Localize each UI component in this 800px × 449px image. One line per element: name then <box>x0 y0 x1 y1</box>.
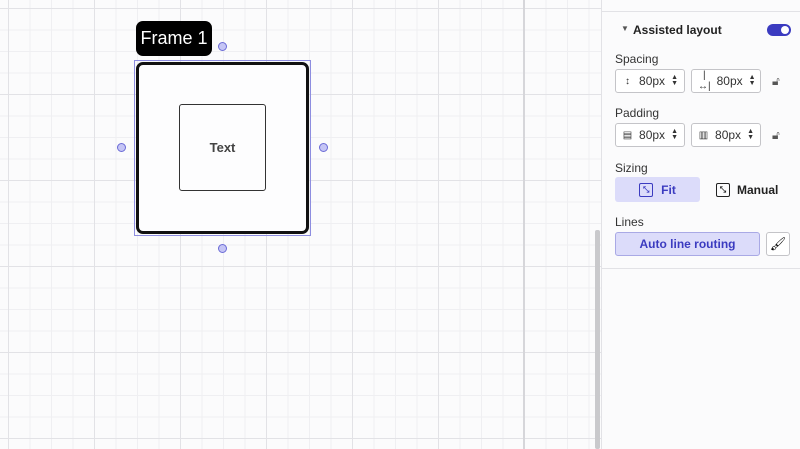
section-title: Assisted layout <box>633 23 722 37</box>
fit-icon: ⤡ <box>639 182 654 197</box>
page-boundary-line <box>523 0 525 449</box>
manual-resize-icon: ⤡ <box>716 182 730 197</box>
text-shape[interactable]: Text <box>179 104 266 191</box>
connection-handle-left[interactable] <box>117 143 126 152</box>
horizontal-padding-input[interactable]: ▥80px▲▼ <box>691 123 761 147</box>
unlock-spacing-icon[interactable]: 🔓︎ <box>772 74 780 88</box>
unlock-padding-icon[interactable]: 🔓︎ <box>772 128 780 142</box>
stepper-icon[interactable]: ▲▼ <box>671 128 678 141</box>
connection-handle-bottom[interactable] <box>218 244 227 253</box>
horizontal-spacing-icon: |↔| <box>698 70 711 92</box>
stepper-icon[interactable]: ▲▼ <box>747 128 754 141</box>
selection-box <box>134 60 311 236</box>
frame-label[interactable]: Frame 1 <box>136 21 212 56</box>
sizing-fit-button[interactable]: ⤡Fit <box>615 177 700 202</box>
connection-handle-top[interactable] <box>218 42 227 51</box>
collapse-caret-icon[interactable]: ▼ <box>621 24 629 33</box>
horizontal-spacing-input[interactable]: |↔|80px▲▼ <box>691 69 761 93</box>
sizing-manual-button[interactable]: ⤡Manual <box>716 177 778 202</box>
spacing-label: Spacing <box>615 52 659 66</box>
assisted-layout-toggle[interactable] <box>767 24 791 36</box>
padding-label: Padding <box>615 106 660 120</box>
assisted-layout-section <box>602 11 800 269</box>
auto-line-routing-button[interactable]: Auto line routing <box>615 232 760 256</box>
vertical-spacing-icon: ↕ <box>625 75 631 87</box>
vertical-padding-input[interactable]: ▤80px▲▼ <box>615 123 685 147</box>
canvas-scrollbar[interactable] <box>595 230 600 449</box>
stepper-icon[interactable]: ▲▼ <box>671 74 678 87</box>
connection-handle-right[interactable] <box>319 143 328 152</box>
vertical-padding-icon: ▤ <box>622 129 633 141</box>
lines-label: Lines <box>615 215 644 229</box>
properties-panel: ▼ Assisted layout Spacing ↕80px▲▼ |↔|80p… <box>601 0 800 449</box>
sizing-label: Sizing <box>615 161 648 175</box>
vertical-spacing-input[interactable]: ↕80px▲▼ <box>615 69 685 93</box>
stepper-icon[interactable]: ▲▼ <box>748 74 756 87</box>
cleanup-brush-icon[interactable]: 🖌︎ <box>766 232 790 256</box>
text-shape-label: Text <box>209 140 236 155</box>
horizontal-padding-icon: ▥ <box>698 129 709 141</box>
